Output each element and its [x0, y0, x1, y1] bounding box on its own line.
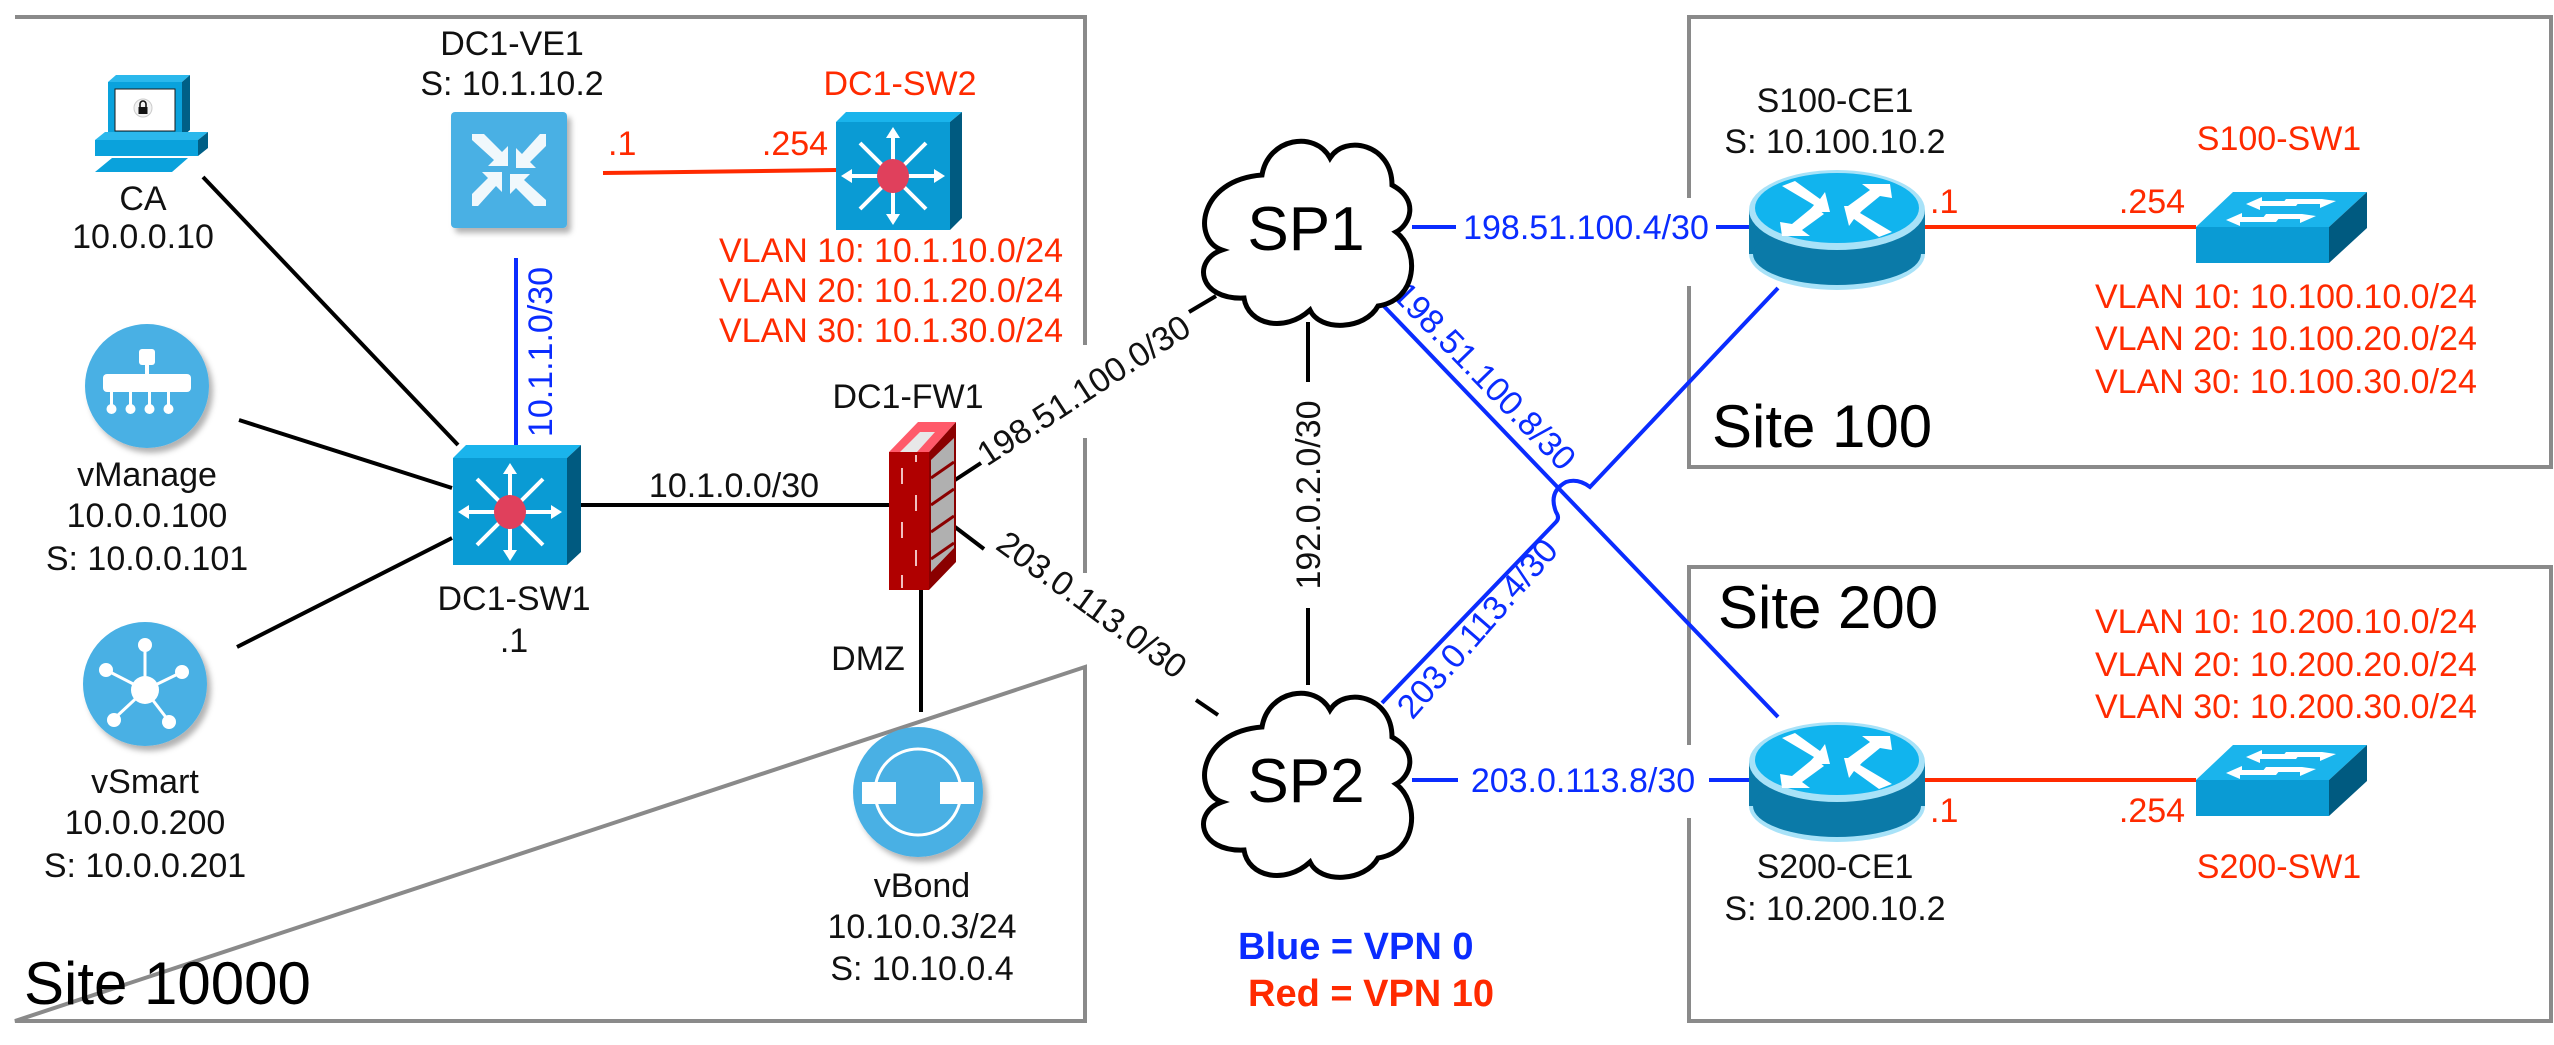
dc1-sw1-name: DC1-SW1	[437, 580, 590, 618]
dc1-sw2-vlan-30: VLAN 30: 10.1.30.0/24	[719, 312, 1063, 350]
router-icon	[1749, 170, 1925, 290]
s200-sw1-vlan-20: VLAN 20: 10.200.20.0/24	[2095, 646, 2477, 684]
s200-sw1-vlan-10: VLAN 10: 10.200.10.0/24	[2095, 603, 2477, 641]
vmanage-icon	[85, 324, 209, 448]
sp2-s100-subnet: 203.0.113.4/30	[1390, 532, 1566, 726]
vsmart-system-ip: S: 10.0.0.201	[44, 847, 246, 885]
dc1-sw2-vlan-10: VLAN 10: 10.1.10.0/24	[719, 232, 1063, 270]
router-icon	[1749, 722, 1925, 842]
sp1-name: SP1	[1247, 195, 1364, 264]
s100-sw1-vlan-20: VLAN 20: 10.100.20.0/24	[2095, 320, 2477, 358]
ca-name: CA	[119, 180, 167, 218]
dc1-sw2-name: DC1-SW2	[823, 65, 976, 103]
ca-node[interactable]: CA 10.0.0.10	[72, 75, 214, 256]
s100-sw1-vlan-10: VLAN 10: 10.100.10.0/24	[2095, 278, 2477, 316]
link-fw1-sp1-a	[953, 461, 983, 482]
site-100-label: Site 100	[1712, 393, 1932, 460]
s100-ce1-system-ip: S: 10.100.10.2	[1724, 123, 1945, 161]
legend: Blue = VPN 0 Red = VPN 10	[1238, 926, 1494, 1015]
sp1-s200-subnet: 198.51.100.8/30	[1385, 275, 1583, 478]
s200-ce1-name: S200-CE1	[1757, 848, 1914, 886]
switch-icon	[2196, 745, 2367, 816]
s100-sw1-name: S100-SW1	[2197, 120, 2361, 158]
link-fw1-sp2-b	[1194, 698, 1220, 717]
site-200-box: Site 200	[1687, 565, 2553, 1023]
vbond-icon	[853, 727, 983, 857]
s200-sw1-node[interactable]: VLAN 10: 10.200.10.0/24 VLAN 20: 10.200.…	[2095, 603, 2477, 886]
link-fw1-sp1-b	[1187, 294, 1218, 314]
link-vmanage-sw1	[238, 418, 453, 490]
s100-ce1-name: S100-CE1	[1757, 82, 1914, 120]
s100-sw1-vlan-30: VLAN 30: 10.100.30.0/24	[2095, 363, 2477, 401]
link-ve1-sw2	[602, 168, 838, 175]
layer3-switch-icon	[836, 112, 962, 230]
s200-ce1-node[interactable]: S200-CE1 S: 10.200.10.2	[1724, 722, 1946, 928]
site-10000-box: Site 10000	[14, 15, 1087, 1023]
sp1-sp2-subnet: 192.0.2.0/30	[1290, 400, 1328, 589]
link-ca-sw1	[201, 175, 460, 447]
s100-ce-ip: .1	[1930, 183, 1958, 221]
vmanage-name: vManage	[77, 456, 217, 494]
link-sp2-s100	[1380, 286, 1780, 705]
cloud-icon	[1201, 690, 1414, 880]
vsmart-ip: 10.0.0.200	[65, 804, 226, 842]
firewall-icon	[889, 422, 956, 590]
vmanage-system-ip: S: 10.0.0.101	[46, 540, 248, 578]
s100-sw-ip: .254	[2119, 183, 2185, 221]
legend-red: Red = VPN 10	[1248, 973, 1494, 1015]
sw1-fw1-subnet: 10.1.0.0/30	[649, 467, 819, 505]
s200-ce-ip: .1	[1930, 792, 1958, 830]
s100-sw1-node[interactable]: S100-SW1 VLAN 10: 10.100.10.0/24 VLAN 20…	[2095, 120, 2477, 401]
vbond-name: vBond	[874, 867, 970, 905]
link-fw1-sp2-a	[953, 525, 986, 551]
site-100-box: Site 100	[1687, 15, 2553, 469]
s100-ce1-node[interactable]: S100-CE1 S: 10.100.10.2	[1724, 82, 1946, 290]
sp2-s200-subnet: 203.0.113.8/30	[1471, 762, 1695, 800]
vsmart-name: vSmart	[91, 763, 199, 801]
s200-sw1-vlan-30: VLAN 30: 10.200.30.0/24	[2095, 688, 2477, 726]
vedge-icon	[451, 112, 567, 228]
vsmart-node[interactable]: vSmart 10.0.0.200 S: 10.0.0.201	[44, 622, 246, 885]
s200-sw1-name: S200-SW1	[2197, 848, 2361, 886]
switch-icon	[2196, 192, 2367, 263]
dc1-ve1-name: DC1-VE1	[440, 25, 584, 63]
vbond-node[interactable]: vBond 10.10.0.3/24 S: 10.10.0.4	[827, 727, 1017, 988]
s200-ce1-system-ip: S: 10.200.10.2	[1724, 890, 1945, 928]
dmz-label: DMZ	[831, 640, 905, 678]
dc1-ve1-node[interactable]: DC1-VE1 S: 10.1.10.2	[420, 25, 604, 228]
dc1-fw1-name: DC1-FW1	[832, 378, 983, 416]
s200-sw-ip: .254	[2119, 792, 2185, 830]
fw1-sp2-subnet: 203.0.113.0/30	[990, 524, 1194, 687]
vsmart-icon	[83, 622, 207, 746]
vmanage-ip: 10.0.0.100	[67, 497, 228, 535]
sp1-cloud-node[interactable]: SP1	[1201, 138, 1414, 328]
site-200-label: Site 200	[1718, 574, 1938, 641]
link-vsmart-sw1	[236, 536, 453, 649]
ve1-sw1-subnet: 10.1.1.0/30	[522, 267, 560, 437]
dc1-sw1-node[interactable]: DC1-SW1 .1	[437, 445, 591, 660]
dc1-ve1-system-ip: S: 10.1.10.2	[420, 65, 603, 103]
cloud-icon	[1201, 138, 1414, 328]
dc1-sw1-ip: .1	[500, 622, 528, 660]
sp2-name: SP2	[1247, 747, 1364, 816]
ca-ip: 10.0.0.10	[72, 218, 214, 256]
vbond-ip: 10.10.0.3/24	[827, 908, 1016, 946]
dc1-sw2-node[interactable]: DC1-SW2 VLAN 10: 10.1.	[719, 65, 1063, 350]
vmanage-node[interactable]: vManage 10.0.0.100 S: 10.0.0.101	[46, 324, 248, 578]
ve1-sw2-a-ip: .1	[608, 125, 636, 163]
legend-blue: Blue = VPN 0	[1238, 926, 1473, 968]
workstation-lock-icon	[95, 75, 208, 172]
dc1-sw2-vlan-20: VLAN 20: 10.1.20.0/24	[719, 272, 1063, 310]
sp1-s100-subnet: 198.51.100.4/30	[1463, 209, 1709, 247]
site-10000-label: Site 10000	[24, 950, 311, 1017]
dc1-fw1-node[interactable]: DC1-FW1 DMZ	[831, 378, 983, 678]
link-sp1-s200	[1376, 298, 1780, 719]
sp2-cloud-node[interactable]: SP2	[1201, 690, 1414, 880]
layer3-switch-icon	[453, 445, 581, 565]
ve1-sw2-b-ip: .254	[762, 125, 828, 163]
vbond-system-ip: S: 10.10.0.4	[830, 950, 1013, 988]
links	[201, 168, 2196, 782]
